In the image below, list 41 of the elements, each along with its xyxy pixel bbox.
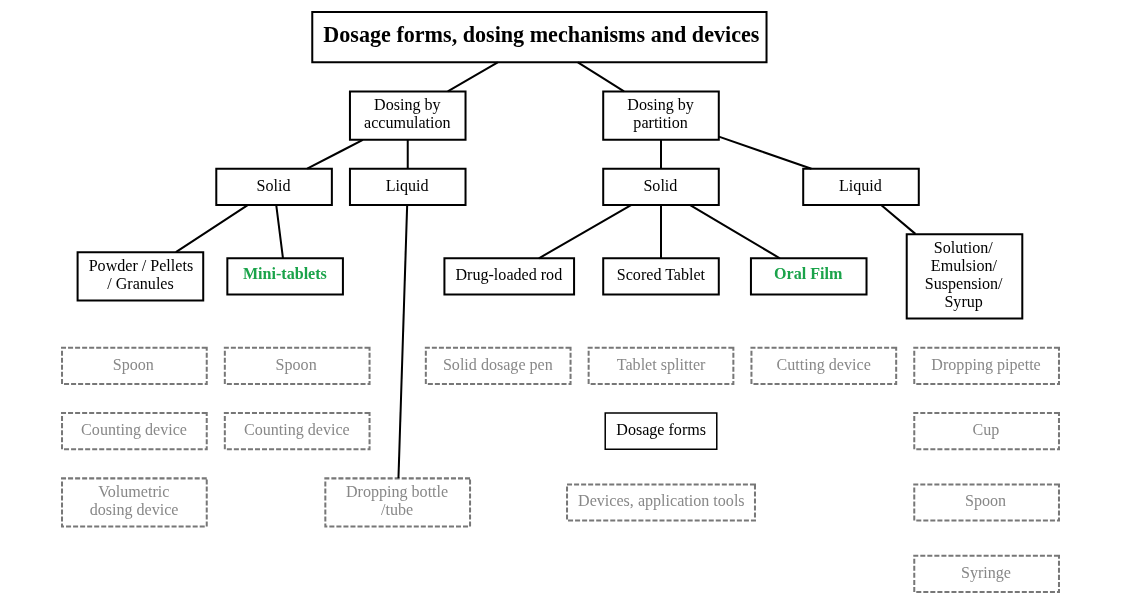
node-box: Spoon — [223, 346, 371, 385]
node-box: Solid — [215, 167, 333, 207]
connector — [718, 135, 812, 170]
node-box: Solid dosage pen — [424, 346, 572, 385]
connector — [447, 61, 499, 93]
node-box: Oral Film — [749, 257, 868, 296]
node-box: Cup — [913, 412, 1060, 451]
node-box: Spoon — [61, 346, 208, 385]
connector — [306, 138, 364, 170]
node-box: Tablet splitter — [587, 346, 735, 385]
node-box: Dosage forms — [604, 412, 718, 450]
node-box: Dropping bottle /tube — [324, 477, 472, 528]
node-box: Drug-loaded rod — [443, 257, 576, 296]
node-box: Syringe — [913, 554, 1060, 593]
node-box: Counting device — [61, 412, 208, 451]
connector — [406, 140, 409, 169]
connector — [275, 205, 284, 259]
connector — [577, 61, 625, 93]
node-box: Volumetric dosing device — [61, 477, 208, 528]
node-box: Counting device — [223, 412, 371, 451]
node-box: Solid — [602, 167, 720, 207]
connector — [689, 204, 781, 260]
node-box: Dropping pipette — [913, 346, 1060, 385]
node-box: Dosing by accumulation — [348, 90, 467, 141]
connector — [660, 140, 662, 169]
connector — [880, 204, 917, 235]
connector — [397, 205, 409, 479]
node-box: Liquid — [348, 167, 467, 207]
connector — [660, 205, 662, 259]
connector — [175, 204, 249, 253]
node-box: Solution/ Emulsion/ Suspension/ Syrup — [905, 233, 1024, 320]
node-box: Dosing by partition — [602, 90, 720, 141]
node-box: Mini-tablets — [226, 257, 344, 296]
node-box: Dosage forms, dosing mechanisms and devices — [311, 11, 768, 64]
node-box: Spoon — [913, 483, 1060, 522]
node-box: Powder / Pellets / Granules — [76, 251, 205, 302]
node-box: Liquid — [802, 167, 920, 207]
connector — [538, 204, 632, 260]
node-box: Scored Tablet — [602, 257, 720, 296]
node-box: Devices, application tools — [566, 483, 756, 522]
node-box: Cutting device — [750, 346, 898, 385]
